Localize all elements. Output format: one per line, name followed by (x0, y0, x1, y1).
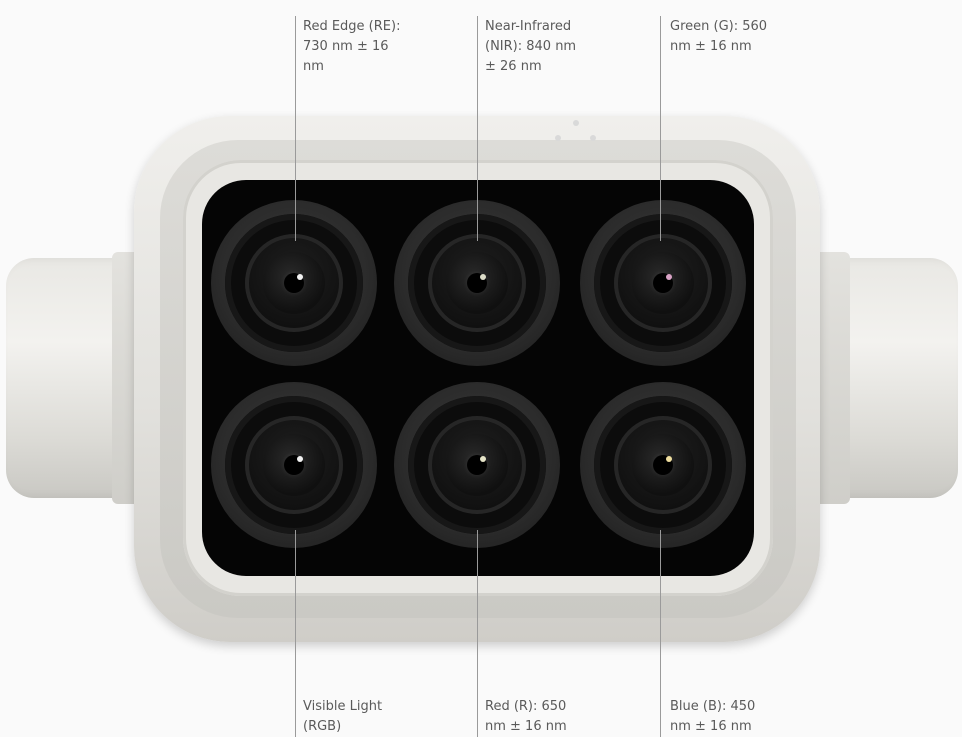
label-near-infrared: Near-Infrared (NIR): 840 nm ± 26 nm (485, 19, 577, 74)
leader-line-r (477, 530, 478, 737)
label-green: Green (G): 560 nm ± 16 nm (670, 19, 768, 54)
leader-line-g (660, 16, 661, 241)
leader-line-nir (477, 16, 478, 241)
lens-red (394, 382, 560, 548)
vent-dot (573, 120, 579, 126)
label-visible-light: Visible Light (RGB) (303, 699, 383, 734)
lens-near-infrared (394, 200, 560, 366)
label-red: Red (R): 650 nm ± 16 nm (485, 699, 567, 734)
glint-b (666, 456, 672, 462)
glint-nir (480, 274, 486, 280)
lens-visible-light (211, 382, 377, 548)
lens-green (580, 200, 746, 366)
vent-dot (555, 135, 561, 141)
leader-line-re (295, 16, 296, 241)
lens-red-edge (211, 200, 377, 366)
glint-g (666, 274, 672, 280)
label-red-edge: Red Edge (RE): 730 nm ± 16 nm (303, 19, 401, 74)
glint-re (297, 274, 303, 280)
lens-blue (580, 382, 746, 548)
label-blue: Blue (B): 450 nm ± 16 nm (670, 699, 756, 734)
leader-line-b (660, 530, 661, 737)
glint-r (480, 456, 486, 462)
leader-line-rgb (295, 530, 296, 737)
vent-dot (590, 135, 596, 141)
glint-rgb (297, 456, 303, 462)
